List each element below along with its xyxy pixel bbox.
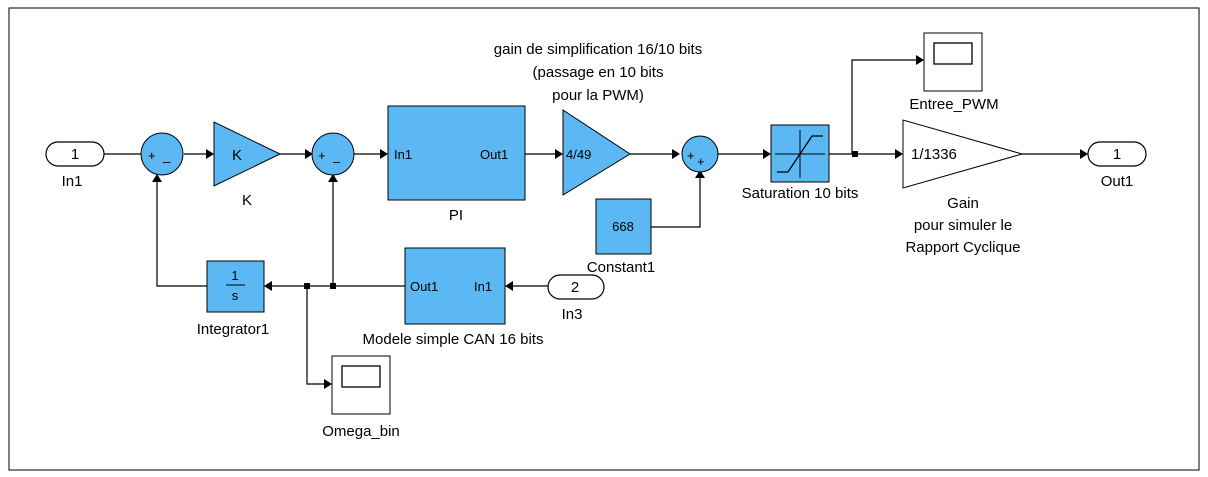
gain-449-value: 4/49: [566, 147, 591, 162]
integrator-block[interactable]: 1 s Integrator1: [197, 260, 270, 338]
in1-number: 1: [71, 146, 79, 163]
annotation-line2: (passage en 10 bits: [533, 64, 664, 81]
pi-subsystem[interactable]: In1 Out1 PI: [387, 105, 526, 224]
wires: [104, 55, 1088, 389]
out1-port[interactable]: 1 Out1: [1087, 141, 1147, 190]
in3-number: 2: [571, 279, 579, 296]
saturation-label: Saturation 10 bits: [742, 185, 859, 202]
annotation-line1: gain de simplification 16/10 bits: [494, 41, 702, 58]
sum3-block[interactable]: + +: [681, 135, 719, 173]
frame-border: [8, 7, 1200, 471]
gain-k-value: K: [232, 147, 242, 164]
integrator-den: s: [232, 288, 239, 303]
omega-bin-label: Omega_bin: [322, 423, 400, 440]
out1-number: 1: [1113, 146, 1121, 163]
pi-out-port: Out1: [480, 147, 508, 162]
integrator-num: 1: [231, 268, 238, 283]
sum1-minus: –: [163, 154, 171, 169]
constant1-value: 668: [612, 219, 634, 234]
integrator-label: Integrator1: [197, 321, 270, 338]
in3-port[interactable]: 2 In3: [547, 274, 605, 323]
scope-screen-icon: [341, 365, 381, 388]
can-out-port: Out1: [410, 279, 438, 294]
in1-label: In1: [62, 173, 83, 190]
gain-output-block[interactable]: 1/1336 Gain pour simuler le Rapport Cycl…: [902, 119, 1024, 256]
pi-label: PI: [449, 207, 463, 224]
entree-pwm-label: Entree_PWM: [909, 96, 998, 113]
can-label: Modele simple CAN 16 bits: [363, 331, 544, 348]
entree-pwm-scope[interactable]: Entree_PWM: [909, 32, 999, 113]
can-in-port: In1: [474, 279, 492, 294]
gain-output-label-2: pour simuler le: [914, 217, 1012, 234]
gain-k-label: K: [242, 192, 252, 209]
in1-port[interactable]: 1 In1: [45, 141, 105, 190]
sum1-plus: +: [148, 148, 156, 163]
constant1-label: Constant1: [587, 259, 655, 276]
saturation-curve-icon: [777, 135, 823, 173]
sum2-block[interactable]: + –: [311, 132, 355, 176]
gain-output-value: 1/1336: [911, 146, 957, 163]
pi-in-port: In1: [394, 147, 412, 162]
sum2-minus: –: [333, 154, 341, 169]
can-subsystem[interactable]: Out1 In1 Modele simple CAN 16 bits: [363, 247, 544, 348]
in3-label: In3: [562, 306, 583, 323]
gain-output-label-3: Rapport Cyclique: [905, 239, 1020, 256]
annotation-line3: pour la PWM): [552, 87, 644, 104]
out1-label: Out1: [1101, 173, 1134, 190]
sum1-block[interactable]: + –: [140, 132, 184, 176]
gain-449-block[interactable]: 4/49: [562, 109, 631, 196]
gain-output-label-1: Gain: [947, 195, 979, 212]
constant1-block[interactable]: 668 Constant1: [587, 198, 655, 276]
omega-bin-scope[interactable]: Omega_bin: [322, 355, 400, 440]
sum2-plus: +: [318, 148, 326, 163]
scope-screen-icon: [933, 42, 973, 65]
gain-k-block[interactable]: K K: [213, 121, 282, 209]
sum3-plus1: +: [687, 148, 695, 163]
sum3-plus2: +: [697, 154, 705, 169]
saturation-block[interactable]: Saturation 10 bits: [742, 124, 859, 202]
